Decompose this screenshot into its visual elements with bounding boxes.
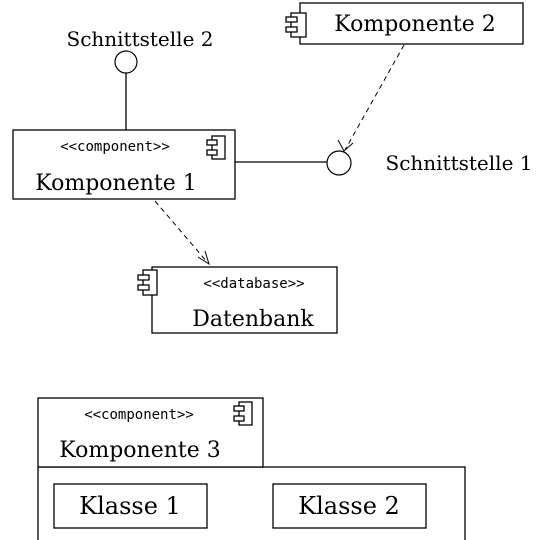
component-stereotype: <<component>> bbox=[84, 407, 194, 423]
component-komponente-3[interactable]: <<component>> Komponente 3 Klasse 1 Klas… bbox=[37, 397, 466, 540]
class-name: Klasse 2 bbox=[298, 492, 400, 520]
component-name: Datenbank bbox=[192, 307, 314, 332]
arrow-head-icon bbox=[337, 139, 354, 152]
component-stereotype: <<component>> bbox=[60, 139, 170, 155]
interface-label: Schnittstelle 1 bbox=[386, 151, 533, 175]
dependency-k1-to-db bbox=[154, 200, 210, 266]
component-komponente-2[interactable]: Komponente 2 bbox=[285, 2, 524, 45]
dependency-k2-to-if1 bbox=[337, 44, 405, 152]
interface-label: Schnittstelle 2 bbox=[67, 27, 214, 51]
class-name: Klasse 1 bbox=[79, 492, 181, 520]
component-icon bbox=[206, 135, 226, 160]
class-klasse-1[interactable]: Klasse 1 bbox=[53, 483, 208, 529]
component-name: Komponente 1 bbox=[35, 171, 197, 196]
interface-schnittstelle-2[interactable]: Schnittstelle 2 bbox=[67, 27, 214, 130]
component-icon bbox=[233, 401, 253, 426]
component-datenbank[interactable]: <<database>> Datenbank bbox=[137, 266, 338, 334]
interface-ball bbox=[326, 150, 352, 176]
interface-ball bbox=[114, 50, 138, 74]
arrow-head-icon bbox=[197, 250, 210, 266]
component-name: Komponente 3 bbox=[59, 438, 221, 463]
component-name: Komponente 2 bbox=[334, 12, 496, 37]
component-icon bbox=[137, 269, 158, 296]
component-icon bbox=[285, 12, 307, 38]
component-tab bbox=[37, 397, 264, 468]
component-komponente-1[interactable]: <<component>> Komponente 1 bbox=[12, 129, 236, 200]
component-stereotype: <<database>> bbox=[203, 276, 304, 292]
class-klasse-2[interactable]: Klasse 2 bbox=[272, 483, 427, 529]
interface-schnittstelle-1[interactable]: Schnittstelle 1 bbox=[235, 150, 533, 176]
